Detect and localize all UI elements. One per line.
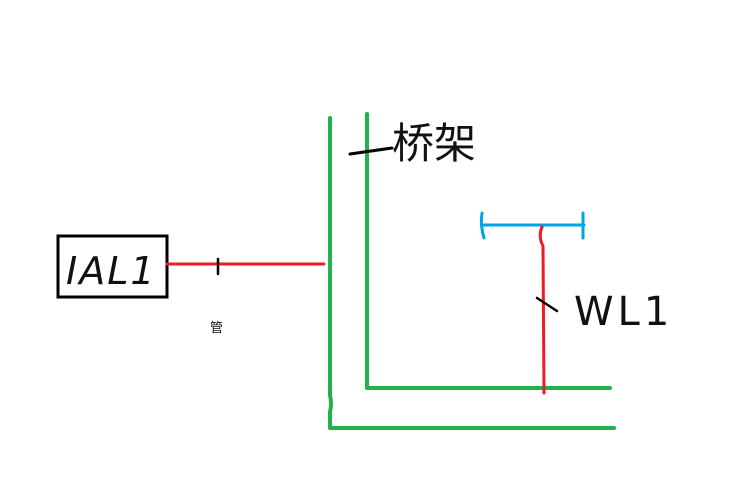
drop-line bbox=[538, 225, 546, 395]
box-label: IAL1 bbox=[66, 249, 157, 293]
wl-label: WL1 bbox=[574, 289, 673, 335]
pipe-label: 管 bbox=[210, 321, 223, 336]
tray-leader bbox=[348, 146, 394, 156]
distribution-box bbox=[56, 234, 169, 299]
cable-tray-outer bbox=[328, 116, 616, 430]
wl-leader bbox=[535, 296, 559, 313]
cable-tray-inner bbox=[365, 112, 612, 390]
tray-label: 桥架 bbox=[392, 119, 476, 168]
light-fixture bbox=[479, 211, 586, 240]
